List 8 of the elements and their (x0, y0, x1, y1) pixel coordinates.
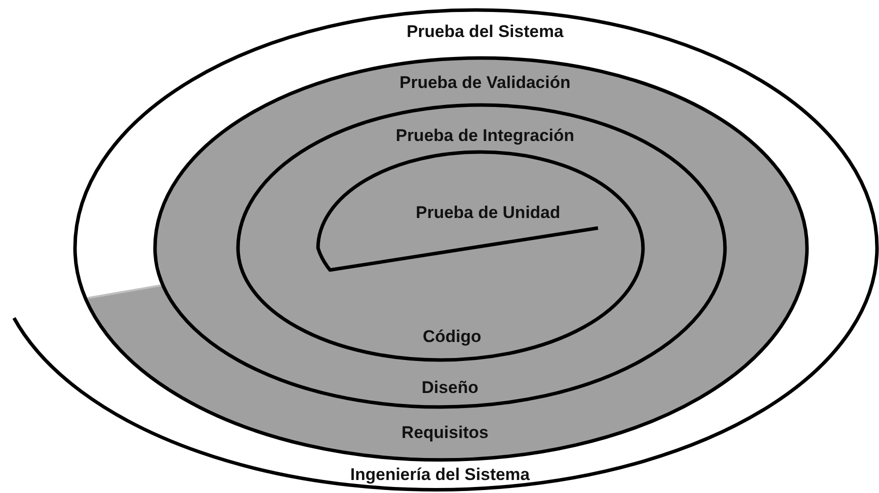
ring-label: Prueba del Sistema (406, 22, 564, 42)
ring-label: Requisitos (402, 423, 488, 443)
ring-label: Prueba de Unidad (416, 203, 560, 223)
ring-label: Prueba de Validación (400, 73, 570, 93)
ring-label: Diseño (422, 378, 478, 398)
ring-label: Prueba de Integración (396, 126, 574, 146)
ring-label: Ingeniería del Sistema (350, 465, 530, 485)
ring-label: Código (422, 327, 482, 347)
